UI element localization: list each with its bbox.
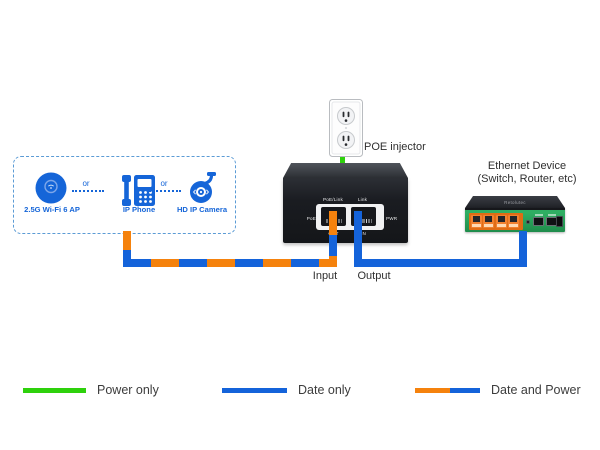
data-cable-run [354,259,527,267]
ethernet-device-label-line1: Ethernet Device [487,160,567,172]
data-cable-injector-drop [354,211,362,267]
data-and-power-swatch [415,387,480,393]
or-dotted-line [72,190,104,192]
port-pins [356,219,371,223]
injector-label-poe: PoE [306,216,316,221]
legend-label: Date only [298,383,351,397]
data-only-swatch [222,387,287,393]
switch-reset-button [526,220,530,224]
or-separator: or [160,179,168,188]
legend-item-data-only: Date only [222,383,351,397]
rj45-port [508,214,519,228]
sfp-port [533,217,544,226]
or-separator: or [82,179,90,188]
switch-top-face: Retolutec [465,196,565,208]
power-only-swatch [23,387,86,393]
data-cable-switch-riser [519,231,527,267]
poe-injector-top-face [283,163,408,178]
ethernet-device-label-line2: (Switch, Router, etc) [477,172,577,185]
ip-camera-icon [190,172,216,203]
switch-brand-logo: Retolutec [504,200,526,205]
legend-item-data-and-power: Date and Power [415,383,581,397]
injector-port-label-link: Link [357,197,368,202]
injector-label-pwr: PWR [386,216,398,221]
injector-label-in: IN [361,231,366,236]
rj45-port [483,214,494,228]
power-inlet [556,216,563,227]
switch-rj45-port-group [469,213,523,230]
sfp-port-label [547,214,556,216]
power-only-cable [340,152,345,165]
legend-label: Power only [97,383,159,397]
legend-label: Date and Power [491,383,581,397]
or-dotted-line [149,190,181,192]
wall-outlet-icon [329,99,363,157]
ethernet-switch-device [465,208,565,232]
ip-phone-label: IP Phone [122,205,156,214]
ip-camera-label: HD IP Camera [176,205,228,214]
wifi-ap-label: 2.5G Wi-Fi 6 AP [24,205,80,214]
output-label: Output [357,270,391,282]
poe-injector-label: POE injector [364,141,426,153]
wifi-ap-icon [35,172,67,204]
legend-item-power-only: Power only [23,383,159,397]
sfp-port-label [534,214,543,216]
poe-injector-port-panel [316,204,384,230]
injector-port-label-poe-link: PoE/Link [323,197,343,202]
ip-phone-icon [122,175,155,206]
data-power-cable-injector-riser [329,211,337,267]
data-power-cable-devices-drop [123,231,131,267]
rj45-port [495,214,507,228]
rj45-port [470,214,482,228]
data-power-cable-run [123,259,335,267]
input-label: Input [312,270,338,282]
